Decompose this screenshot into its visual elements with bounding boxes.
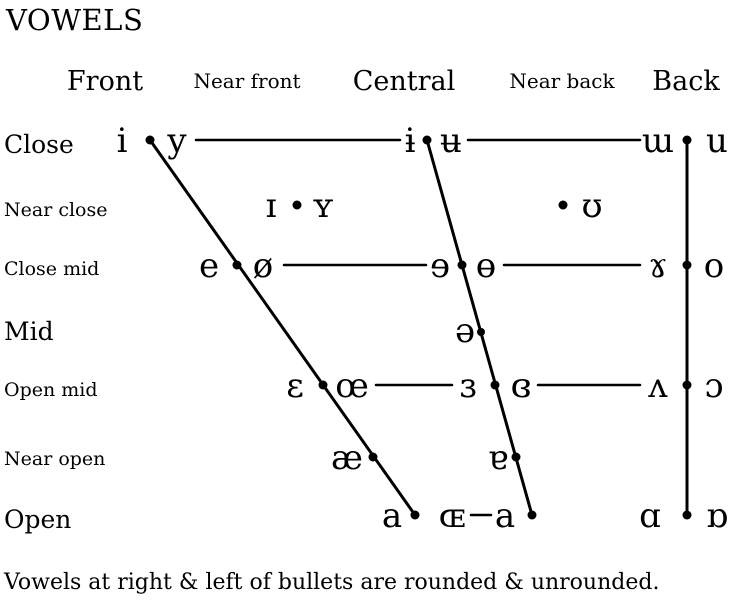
bullet-close-mid-central	[457, 260, 467, 270]
bullet-near-close-front	[292, 200, 302, 210]
bullet-open-central	[527, 510, 537, 520]
vowel-glyphs: i y ɨ ʉ ɯ u ɪ ʏ ʊ e ø ɘ ɵ ɤ o ə ɛ œ ɜ ɞ …	[117, 121, 728, 536]
vowel-close-central-rounded: ʉ	[440, 121, 462, 161]
bullet-near-open-front	[368, 452, 378, 462]
bullet-open-back	[682, 510, 692, 520]
vowel-open-back-unrounded: ɑ	[639, 496, 661, 536]
bullet-close-front	[145, 135, 155, 145]
vowel-close-mid-front-unrounded: e	[199, 246, 219, 286]
column-header-back: Back	[652, 66, 720, 97]
footnote: Vowels at right & left of bullets are ro…	[3, 570, 659, 595]
vowel-open-mid-front-rounded: œ	[335, 366, 369, 406]
chart-bullets	[145, 135, 692, 520]
front-diagonal-line	[148, 138, 417, 517]
bullet-close-mid-back	[682, 260, 692, 270]
bullet-close-back	[682, 135, 692, 145]
central-diagonal-line	[425, 138, 534, 517]
row-label-near-close: Near close	[4, 199, 107, 221]
bullet-open-mid-back	[682, 380, 692, 390]
vowel-close-mid-front-rounded: ø	[253, 246, 273, 286]
column-headers: Front Near front Central Near back Back	[67, 66, 720, 97]
bullet-open-front	[410, 510, 420, 520]
bullet-open-mid-front	[318, 380, 328, 390]
page-title: VOWELS	[5, 3, 143, 37]
vowel-near-open-central: ɐ	[488, 438, 508, 478]
vowel-close-mid-back-rounded: o	[704, 246, 724, 286]
row-label-open: Open	[4, 505, 71, 534]
row-labels: Close Near close Close mid Mid Open mid …	[4, 130, 107, 534]
vowel-mid-central: ə	[455, 311, 475, 351]
vowel-close-front-rounded: y	[166, 121, 187, 161]
vowel-close-back-rounded: u	[706, 121, 728, 161]
column-header-central: Central	[353, 66, 456, 97]
vowel-close-mid-central-unrounded: ɘ	[430, 246, 450, 286]
vowel-open-front-rounded: ɶ	[439, 496, 466, 536]
vowel-close-central-unrounded: ɨ	[405, 121, 416, 161]
row-label-close: Close	[4, 130, 74, 159]
row-label-close-mid: Close mid	[4, 258, 99, 280]
vowel-open-mid-front-unrounded: ɛ	[286, 366, 304, 406]
bullet-near-close-back	[558, 200, 568, 210]
vowel-open-mid-back-rounded: ɔ	[704, 366, 723, 406]
row-label-mid: Mid	[4, 317, 54, 346]
vowel-open-central-alternate: a	[495, 496, 515, 536]
vowel-open-mid-central-unrounded: ɜ	[459, 366, 476, 406]
vowel-open-front-unrounded: a	[382, 496, 402, 536]
vowel-close-front-unrounded: i	[117, 121, 128, 161]
row-label-open-mid: Open mid	[4, 379, 98, 401]
column-header-near-front: Near front	[193, 69, 300, 93]
column-header-near-back: Near back	[509, 69, 615, 93]
vowel-near-close-front-rounded: ʏ	[312, 186, 334, 226]
vowel-close-mid-back-unrounded: ɤ	[648, 246, 667, 286]
vowel-near-close-front-unrounded: ɪ	[266, 186, 277, 226]
bullet-close-central	[422, 135, 432, 145]
vowel-close-mid-central-rounded: ɵ	[476, 246, 496, 286]
column-header-front: Front	[67, 66, 143, 97]
vowel-near-open-front: æ	[331, 438, 363, 478]
vowel-near-close-back-rounded: ʊ	[581, 186, 602, 226]
bullet-close-mid-front	[232, 260, 242, 270]
bullet-mid-central	[477, 328, 485, 336]
vowel-open-back-rounded: ɒ	[706, 496, 728, 536]
vowel-open-mid-central-rounded: ɞ	[511, 366, 532, 406]
vowel-close-back-unrounded: ɯ	[642, 121, 674, 161]
row-label-near-open: Near open	[4, 448, 105, 470]
bullet-near-open-central	[511, 452, 521, 462]
chart-lines	[148, 138, 689, 517]
bullet-open-mid-central	[490, 380, 500, 390]
vowel-open-mid-back-unrounded: ʌ	[647, 366, 668, 406]
